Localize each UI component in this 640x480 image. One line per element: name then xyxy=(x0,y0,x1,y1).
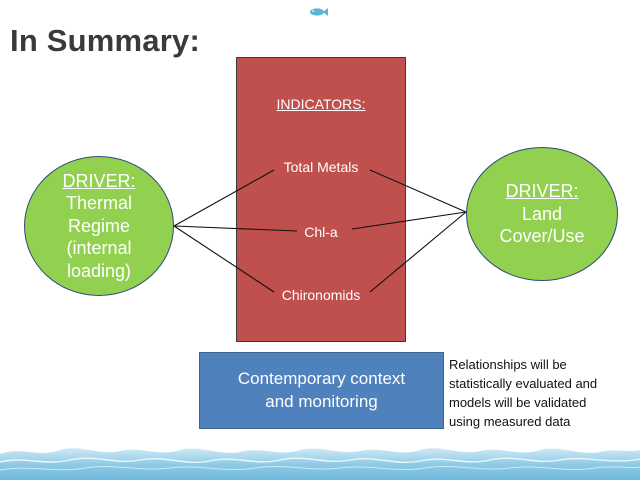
note-line: Relationships will be xyxy=(449,357,567,372)
relationships-note: Relationships will be statistically eval… xyxy=(449,356,635,431)
indicators-heading: INDICATORS: xyxy=(276,96,366,112)
driver-left-heading: DRIVER: xyxy=(62,170,136,191)
slide-title: In Summary: xyxy=(10,23,200,58)
connector-landuse-to-chla xyxy=(351,211,467,230)
connector-thermal-to-metals xyxy=(173,169,275,227)
indicators-box xyxy=(236,57,406,342)
water-waves-icon xyxy=(0,448,640,480)
note-line: statistically evaluated and xyxy=(449,375,598,391)
driver-right-heading: DRIVER: xyxy=(505,181,579,202)
driver-right-line: Land xyxy=(521,203,563,224)
driver-right-line: Cover/Use xyxy=(499,226,585,247)
context-line: and monitoring xyxy=(265,391,378,411)
driver-left-line: Regime xyxy=(67,215,131,236)
driver-land-cover-use: DRIVER: Land Cover/Use xyxy=(466,147,618,281)
note-line: using measured data xyxy=(449,413,571,429)
driver-left-line: (internal xyxy=(66,238,132,259)
driver-thermal-regime: DRIVER: Thermal Regime (internal loading… xyxy=(24,156,174,296)
driver-left-line: Thermal xyxy=(65,193,132,214)
indicator-total-metals: Total Metals xyxy=(283,159,359,175)
note-line: models will be validated xyxy=(449,394,587,410)
contemporary-context-box: Contemporary context and monitoring xyxy=(199,352,444,429)
connector-thermal-to-chla xyxy=(173,225,298,232)
driver-left-line: loading) xyxy=(66,260,132,281)
context-line: Contemporary context xyxy=(237,369,406,389)
indicator-chl-a: Chl-a xyxy=(304,224,338,240)
connector-landuse-to-chironomids xyxy=(369,211,467,293)
fish-icon xyxy=(310,8,328,16)
connector-thermal-to-chironomids xyxy=(173,225,275,293)
connector-landuse-to-metals xyxy=(369,169,467,213)
indicator-chironomids: Chironomids xyxy=(281,287,361,303)
